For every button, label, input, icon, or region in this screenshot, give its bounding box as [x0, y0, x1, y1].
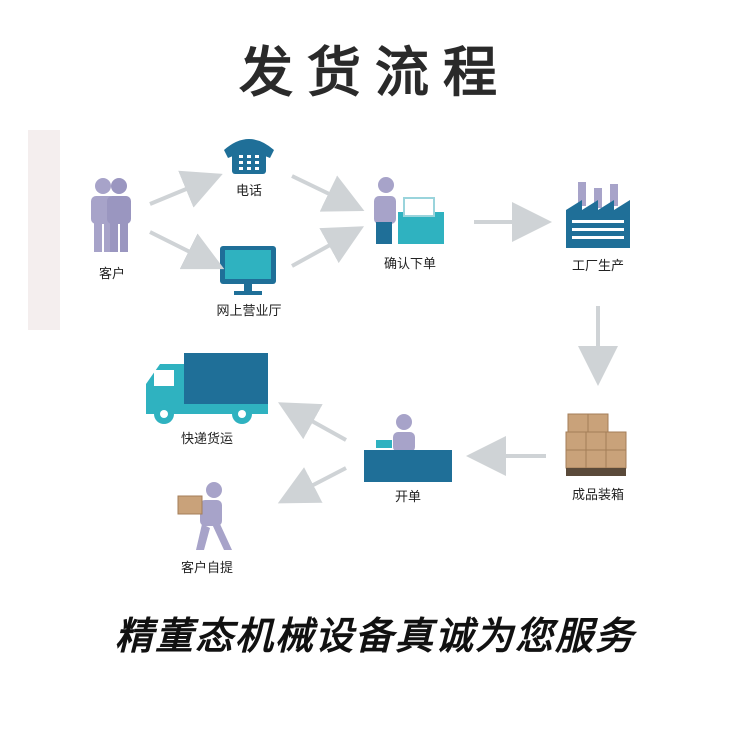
node-online-hall-label: 网上营业厅: [216, 304, 282, 319]
arrow-online-confirm: [291, 226, 365, 268]
node-pickup-label: 客户自提: [180, 561, 233, 576]
slogan: 精董态机械设备真诚为您服务: [114, 613, 635, 658]
monitor-icon: [220, 246, 276, 295]
flow-arrows: [149, 170, 618, 504]
node-express-label: 快递货运: [180, 432, 233, 447]
node-confirm-order-label: 确认下单: [383, 257, 436, 272]
office-worker-icon: [374, 177, 444, 244]
node-factory-label: 工厂生产: [571, 259, 624, 274]
customer-icon: [91, 178, 131, 252]
phone-icon: [224, 139, 274, 174]
arrow-customer-online: [149, 230, 225, 270]
arrow-invoice-pickup: [277, 466, 347, 504]
node-customer-label: 客户: [98, 267, 125, 282]
factory-icon: [566, 182, 630, 248]
arrow-phone-confirm: [291, 174, 365, 212]
boxes-icon: [565, 413, 627, 476]
person-with-box-icon: [177, 482, 232, 550]
left-panel-strip: [28, 130, 60, 330]
arrow-customer-phone: [149, 170, 223, 208]
node-packing-label: 成品装箱: [571, 488, 624, 503]
arrow-invoice-express: [278, 402, 347, 442]
node-invoice-label: 开单: [394, 490, 421, 505]
counter-icon: [364, 414, 452, 482]
node-phone-label: 电话: [235, 184, 262, 199]
page-title: 发货流程: [239, 41, 511, 104]
truck-icon: [146, 353, 268, 424]
